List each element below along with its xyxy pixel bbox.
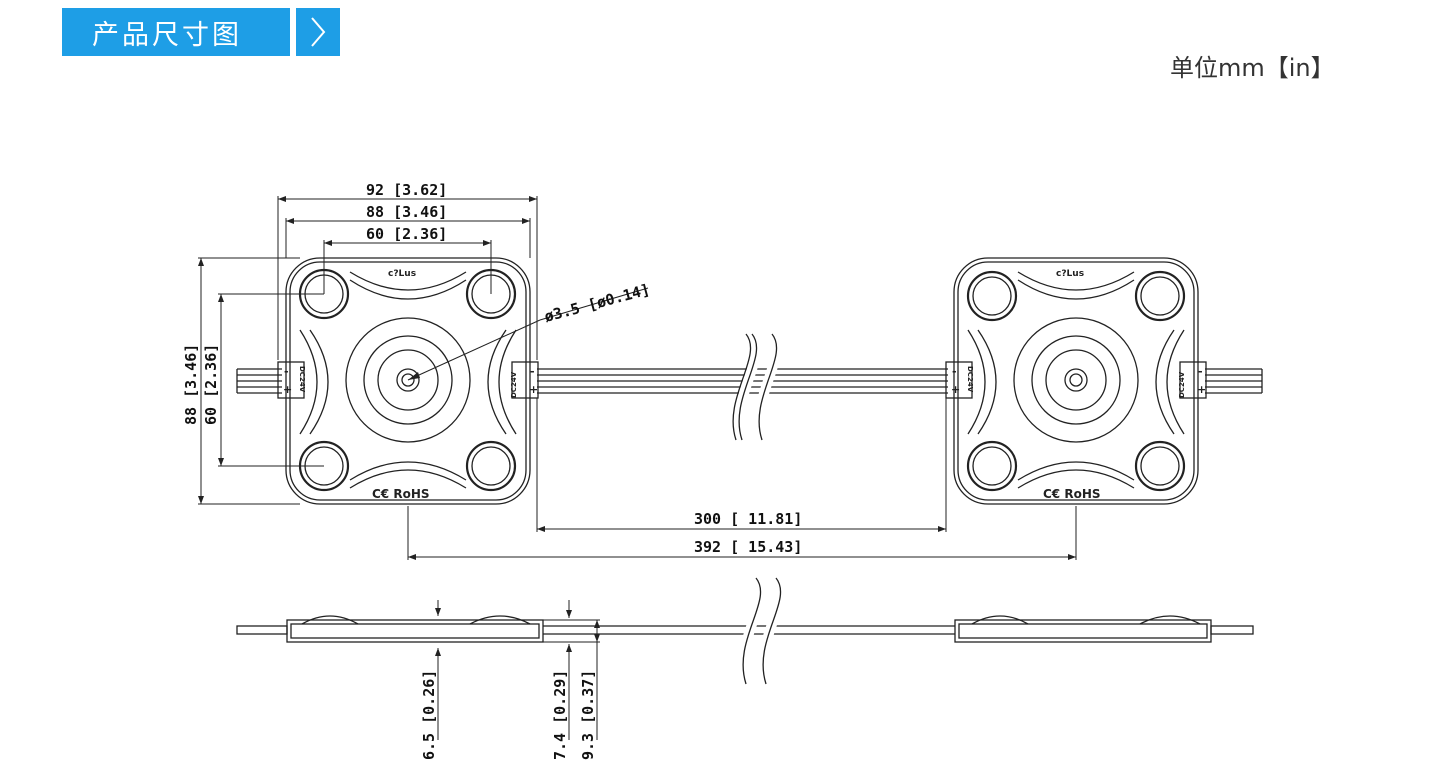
dim-body-height: 88 [3.46] [182,344,200,425]
dim-led-pitch-v: 60 [2.36] [202,344,220,425]
dim-module-pitch: 392 [ 15.43] [694,538,802,556]
connector-voltage-l1: DC24V [298,366,306,393]
dim-hole-diameter: ø3.5 [ø0.14] [542,280,651,325]
ul-mark-left: c?Lus [388,269,416,279]
connector-plus-l1: + [283,383,292,396]
connector-plus-l2: + [529,383,538,396]
dimension-lines [198,196,1077,560]
led-module-left [277,257,539,505]
connector-plus-r1: + [951,383,960,396]
arrowheads [198,196,1076,560]
connector-minus-l2: - [530,365,535,378]
dim-lens-height: 6.5 [0.26] [420,670,438,760]
ce-rohs-mark-left: C€ RoHS [372,487,430,501]
connector-voltage-r1: DC24V [966,366,974,393]
connector-voltage-l2: DC24V [510,371,518,398]
connector-plus-r2: + [1197,383,1206,396]
wire-right-stub [1205,368,1263,394]
dim-wire-gap: 300 [ 11.81] [694,510,802,528]
side-arrowheads [435,608,600,656]
connector-minus-r2: - [1198,365,1203,378]
page-title: 产品尺寸图 [62,8,290,56]
dim-body-width: 88 [3.46] [366,203,447,221]
led-module-right [945,257,1207,505]
side-view [236,574,1254,740]
page-title-text: 产品尺寸图 [92,19,242,51]
unit-label: 单位mm【in】 [1170,54,1335,82]
dim-pcb-height: 7.4 [0.29] [551,670,569,760]
dim-led-pitch-h: 60 [2.36] [366,225,447,243]
break-mark-top [732,330,782,442]
connector-minus-l1: - [284,365,289,378]
connector-minus-r1: - [952,365,957,378]
dim-total-height: 9.3 [0.37] [579,670,597,760]
ce-rohs-mark-right: C€ RoHS [1043,487,1101,501]
ul-mark-right: c?Lus [1056,269,1084,279]
wire-left-stub [236,368,282,394]
chevron-right-icon [311,17,326,47]
connector-voltage-r2: DC24V [1178,371,1186,398]
next-button[interactable] [296,8,340,56]
dim-overall-width: 92 [3.62] [366,181,447,199]
